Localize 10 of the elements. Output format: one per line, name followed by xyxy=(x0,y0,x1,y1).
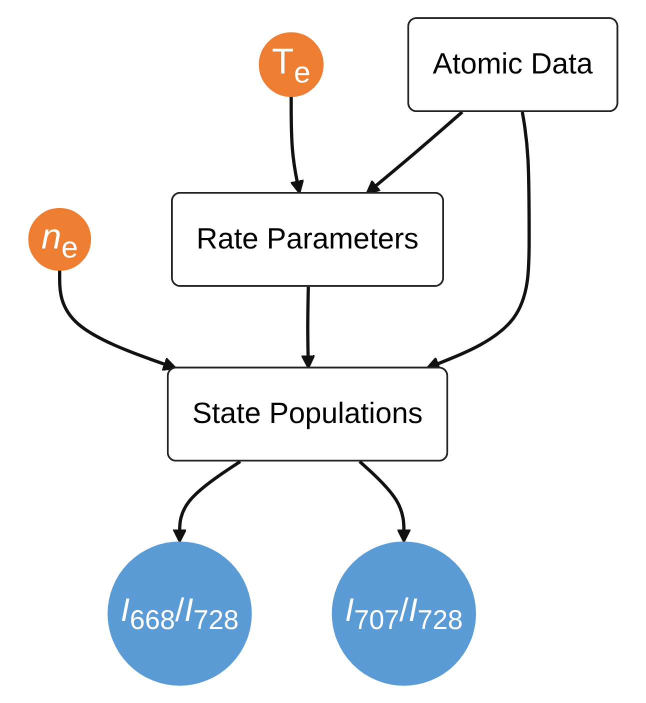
node-circle: I$_{707}$/I$_{728}$ xyxy=(332,542,476,686)
node-circle: n$_{e}$ xyxy=(28,208,91,271)
arrow xyxy=(172,460,241,544)
arrow xyxy=(289,96,304,194)
arrow xyxy=(300,286,316,370)
node-circle: T$_{e}$ xyxy=(258,32,324,97)
arrow xyxy=(365,110,464,194)
node-circle: I$_{668}$/I$_{728}$ xyxy=(107,542,252,686)
arrow xyxy=(58,270,177,371)
arrow xyxy=(358,460,411,544)
